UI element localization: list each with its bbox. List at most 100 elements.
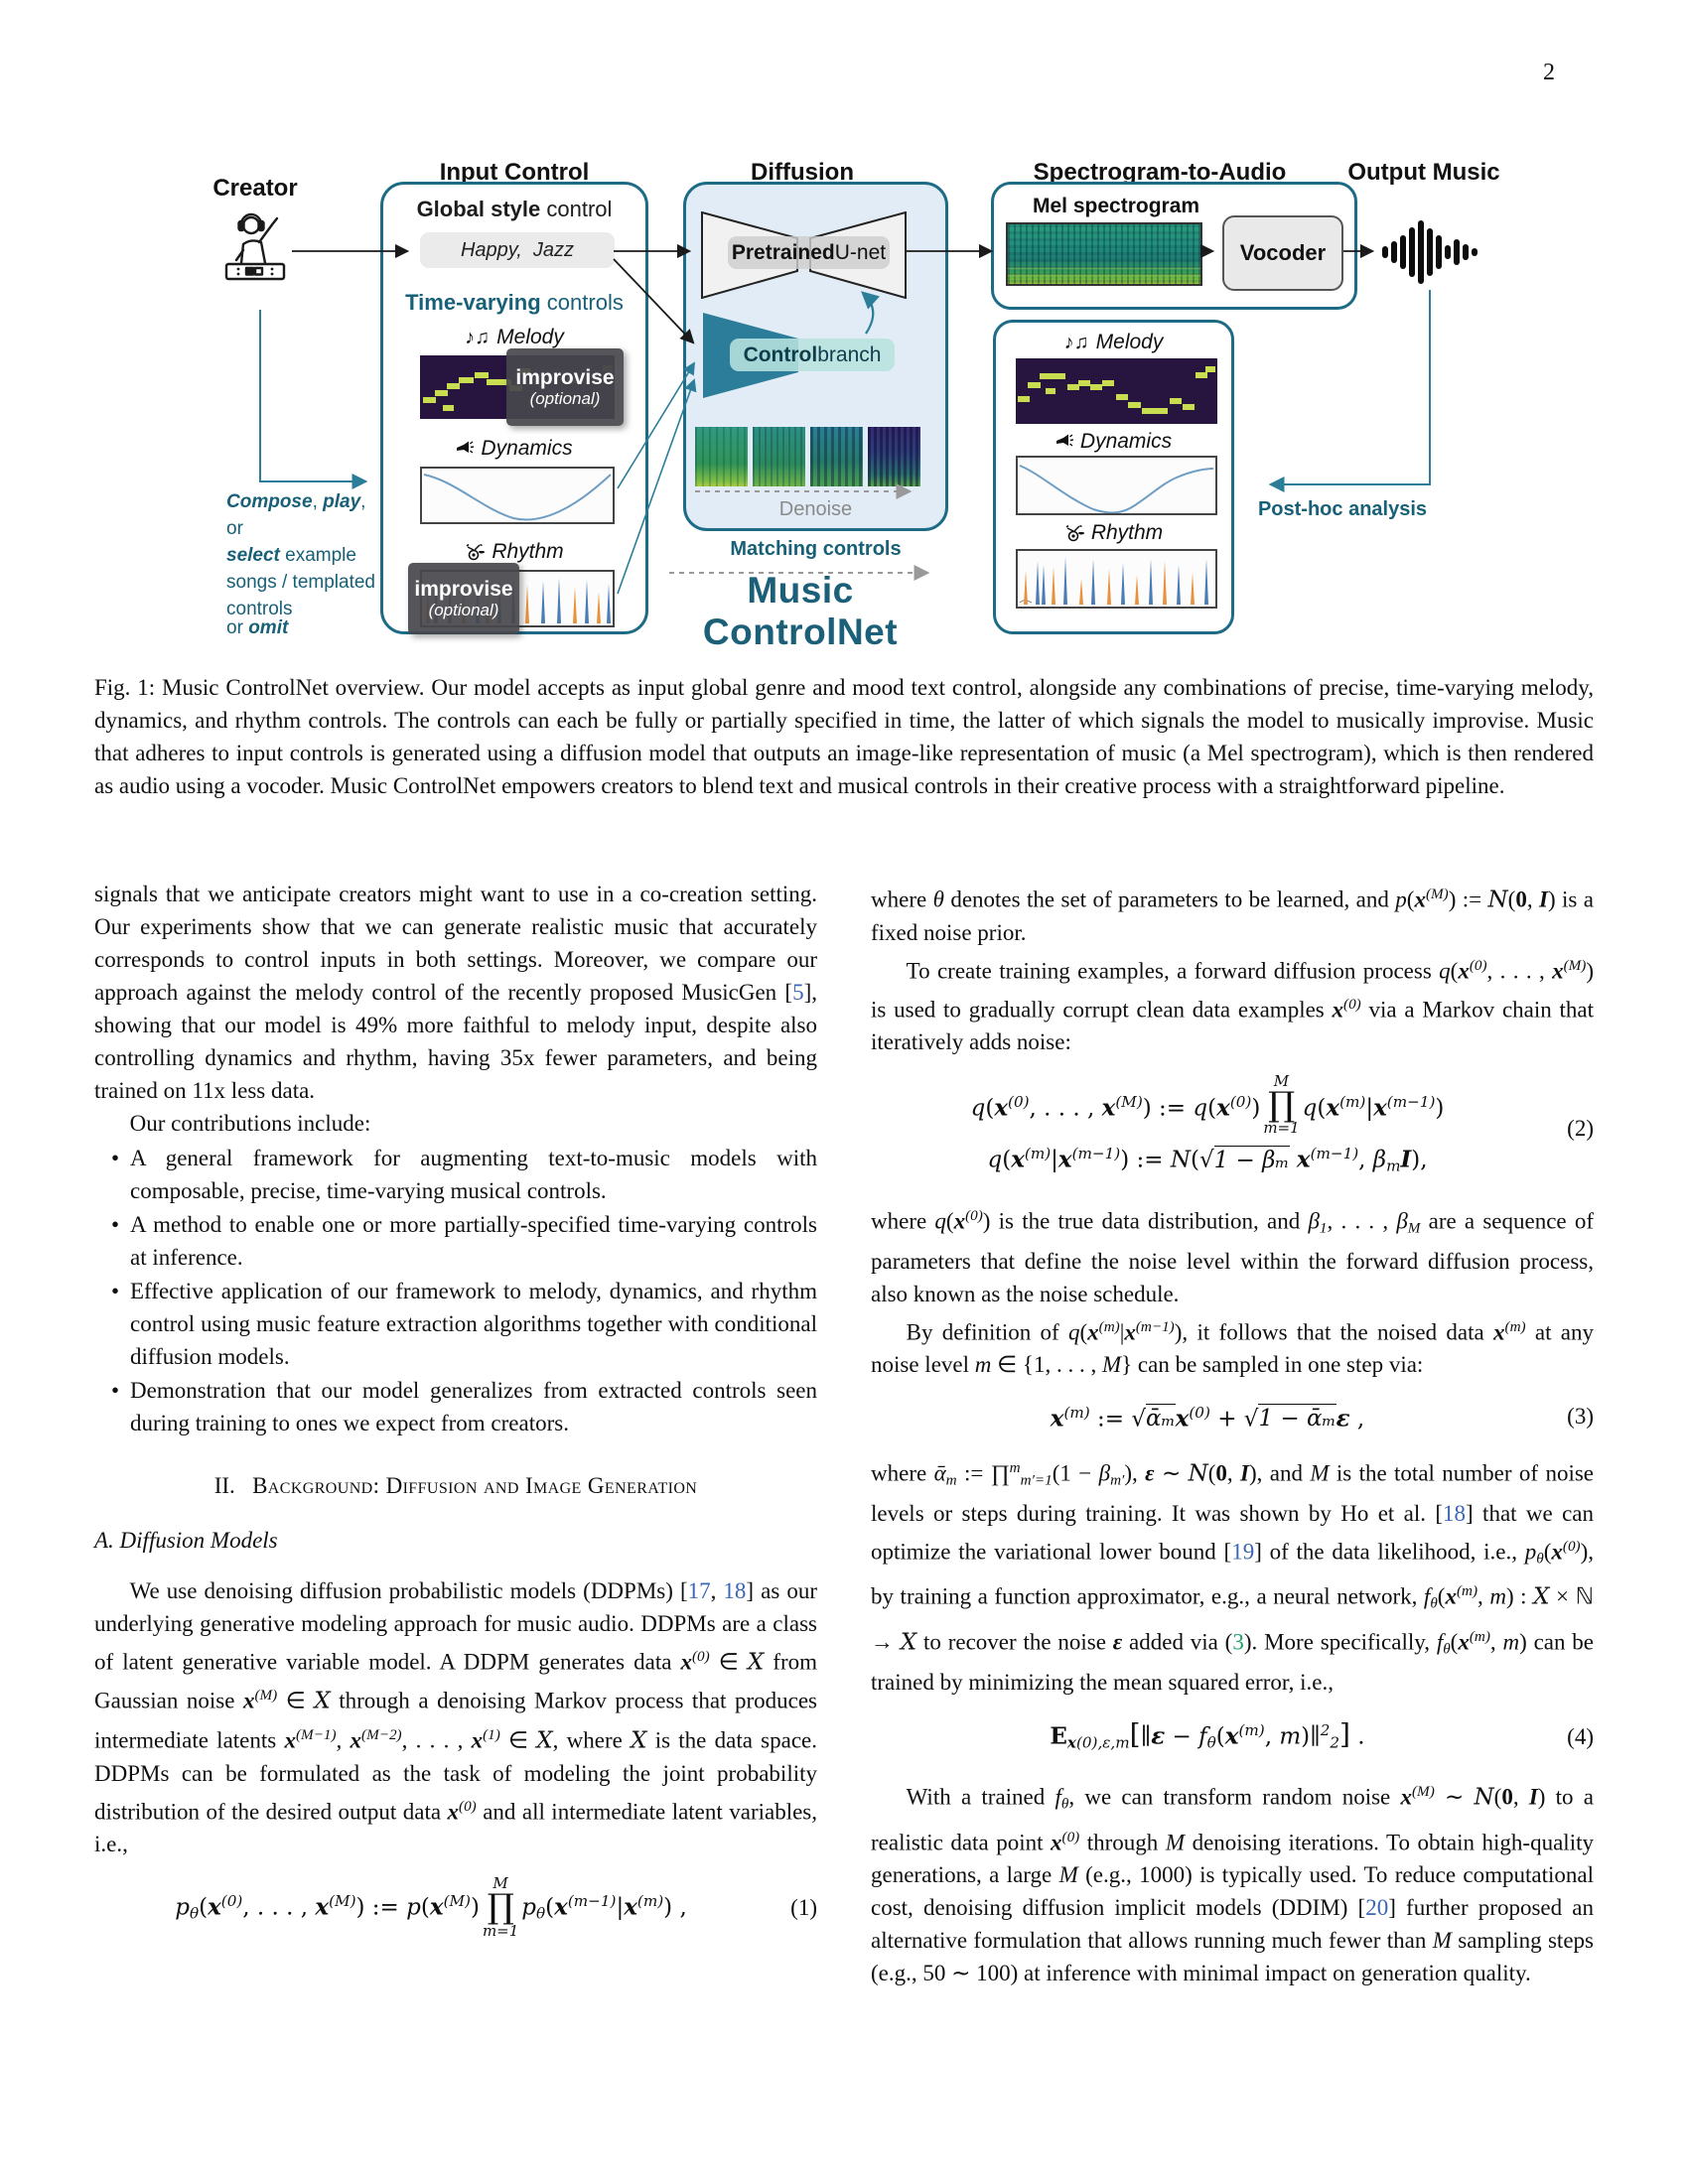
text-segment: ∈ [709,1649,748,1675]
text-segment: (M) [1115,1092,1143,1111]
text-segment: X [631,1727,647,1754]
paragraph: To create training examples, a forward d… [871,949,1594,1058]
text-segment: := [1089,1406,1132,1433]
text-segment: sampling steps (e.g., 50 ∼ 100) at infer… [871,1928,1594,1986]
text-segment: ) can be trained by minimizing the mean … [871,1629,1595,1695]
text-segment: θ [1060,1795,1069,1813]
analysis-rhythm-row: Rhythm [996,521,1231,545]
text-segment: I [1528,1784,1538,1810]
text-segment: (m) [1024,1145,1052,1163]
text-segment: where [871,1208,935,1234]
text-segment: (m) [1469,1627,1490,1645]
text-segment: ) : [1505,1583,1534,1609]
text-segment: Control [743,342,818,366]
text-segment: ( [1543,1539,1552,1565]
text-segment: M [1101,1351,1122,1377]
equation-text: x(m) := √ᾱₘx(0) + √1 − ᾱₘε , [1051,1397,1364,1435]
list-item: •Demonstration that our model generalize… [94,1374,817,1439]
reference-link[interactable]: 17 [687,1578,711,1603]
text-segment: (m−1) [567,1891,617,1910]
diffusion-panel: Pretrained U-net Control branch Denoise [683,182,948,531]
text-segment: added via ( [1122,1629,1233,1655]
denoise-spectrogram-1 [695,427,748,486]
text-segment: Time-varying [405,290,541,315]
text-segment: , . . . , [1327,1208,1397,1234]
text-segment: at any noise level [871,1318,1594,1377]
text-segment: , [312,491,324,512]
text-segment: ( [1450,958,1459,984]
text-segment: To create training examples, a forward d… [906,958,1440,984]
creator-note-line: Compose, play, or [226,488,385,542]
text-segment: 1 − βₘ [1213,1145,1290,1173]
text-segment: Pretrained [731,240,835,264]
text-segment: β [1098,1460,1111,1486]
text-segment: ] that we can optimize the variational l… [871,1500,1594,1565]
text-segment: (m) [1063,1403,1090,1422]
text-segment: ) [1251,1094,1261,1121]
text-segment: is the total number of noise levels or s… [871,1460,1594,1526]
text-segment: x [208,1893,221,1921]
creator-notes: Compose, play, or select example songs /… [226,488,385,622]
time-varying-label: Time-varying controls [383,290,645,316]
text-segment: E [1050,1721,1067,1749]
analysis-melody-pianoroll [1016,358,1217,424]
text-segment: (m) [1456,1582,1477,1600]
text-segment: Global style [416,197,541,221]
subsection-heading: A. Diffusion Models [94,1524,817,1557]
reference-link[interactable]: 18 [1443,1500,1467,1526]
text-segment: through [1079,1830,1166,1855]
paragraph: With a trained fθ, we can transform rand… [871,1775,1594,1989]
dynamics-label-row: Dynamics [383,437,645,461]
text-segment: (0) [1229,1092,1252,1111]
denoise-spectrogram-4 [868,427,920,486]
text-segment: X [747,1649,765,1676]
text-segment: ∈ [499,1727,537,1753]
section-heading: II. Background: Diffusion and Image Gene… [94,1469,817,1502]
text-segment: ( [1207,1094,1217,1121]
list-item: •A method to enable one or more partiall… [94,1208,817,1274]
text-segment: θ [1536,1550,1544,1568]
text-segment: ) := [1120,1147,1171,1173]
equation-1: pθ(x(0), . . . , x(M)) := p(x(M)) M∏m=1 … [94,1876,817,1938]
text-segment: x [1458,1629,1470,1655]
text-segment: control [540,197,613,221]
text-segment: ( [1207,1460,1216,1486]
paragraph: where ᾱm := ∏mm′=1(1 − βm′), ε ∼ N(0, I)… [871,1451,1594,1698]
improvise-label: improvise [414,577,513,601]
text-segment: ) := [1142,1094,1194,1121]
text-segment: ) , [663,1894,687,1921]
text-segment: or [226,617,249,638]
text-segment: Compose [226,491,313,512]
reference-link[interactable]: 20 [1365,1895,1389,1921]
text-segment: , . . . , [242,1894,316,1921]
reference-link[interactable]: 5 [792,980,804,1005]
text-segment: (M) [1563,957,1587,975]
text-segment: songs / templated [226,572,375,593]
text-segment: ). More specifically, [1243,1629,1437,1655]
reference-link[interactable]: 19 [1231,1539,1255,1565]
text-segment: (0) [965,1206,983,1224]
text-segment: q [934,1208,946,1234]
text-segment: } can be sampled in one step via: [1121,1351,1424,1377]
text-segment: I [1240,1460,1249,1486]
text-segment: x [1057,1146,1072,1173]
denoise-spectrogram-2 [753,427,805,486]
text-segment: (M) [443,1891,471,1910]
text-segment: x [1552,958,1564,984]
creator-note-line: select example [226,542,385,569]
text-segment: ] [1339,1716,1350,1750]
reference-link[interactable]: 3 [1232,1629,1244,1655]
text-segment: play [323,491,361,512]
text-segment: x [680,1649,693,1675]
text-segment: p [406,1894,421,1921]
text-segment: x [994,1093,1009,1121]
text-segment: x [624,1893,637,1921]
text-segment: := ∏ [956,1460,1010,1486]
text-segment: ∥ [1140,1722,1152,1749]
improvise-overlay-melody: improvise (optional) [506,348,624,426]
text-segment: (0) [1343,995,1361,1013]
vocoder-box: Vocoder [1222,215,1343,291]
pretrained-unet-pill: Pretrained U-net [728,236,890,269]
text-segment: q [987,1147,1003,1173]
reference-link[interactable]: 18 [723,1578,747,1603]
